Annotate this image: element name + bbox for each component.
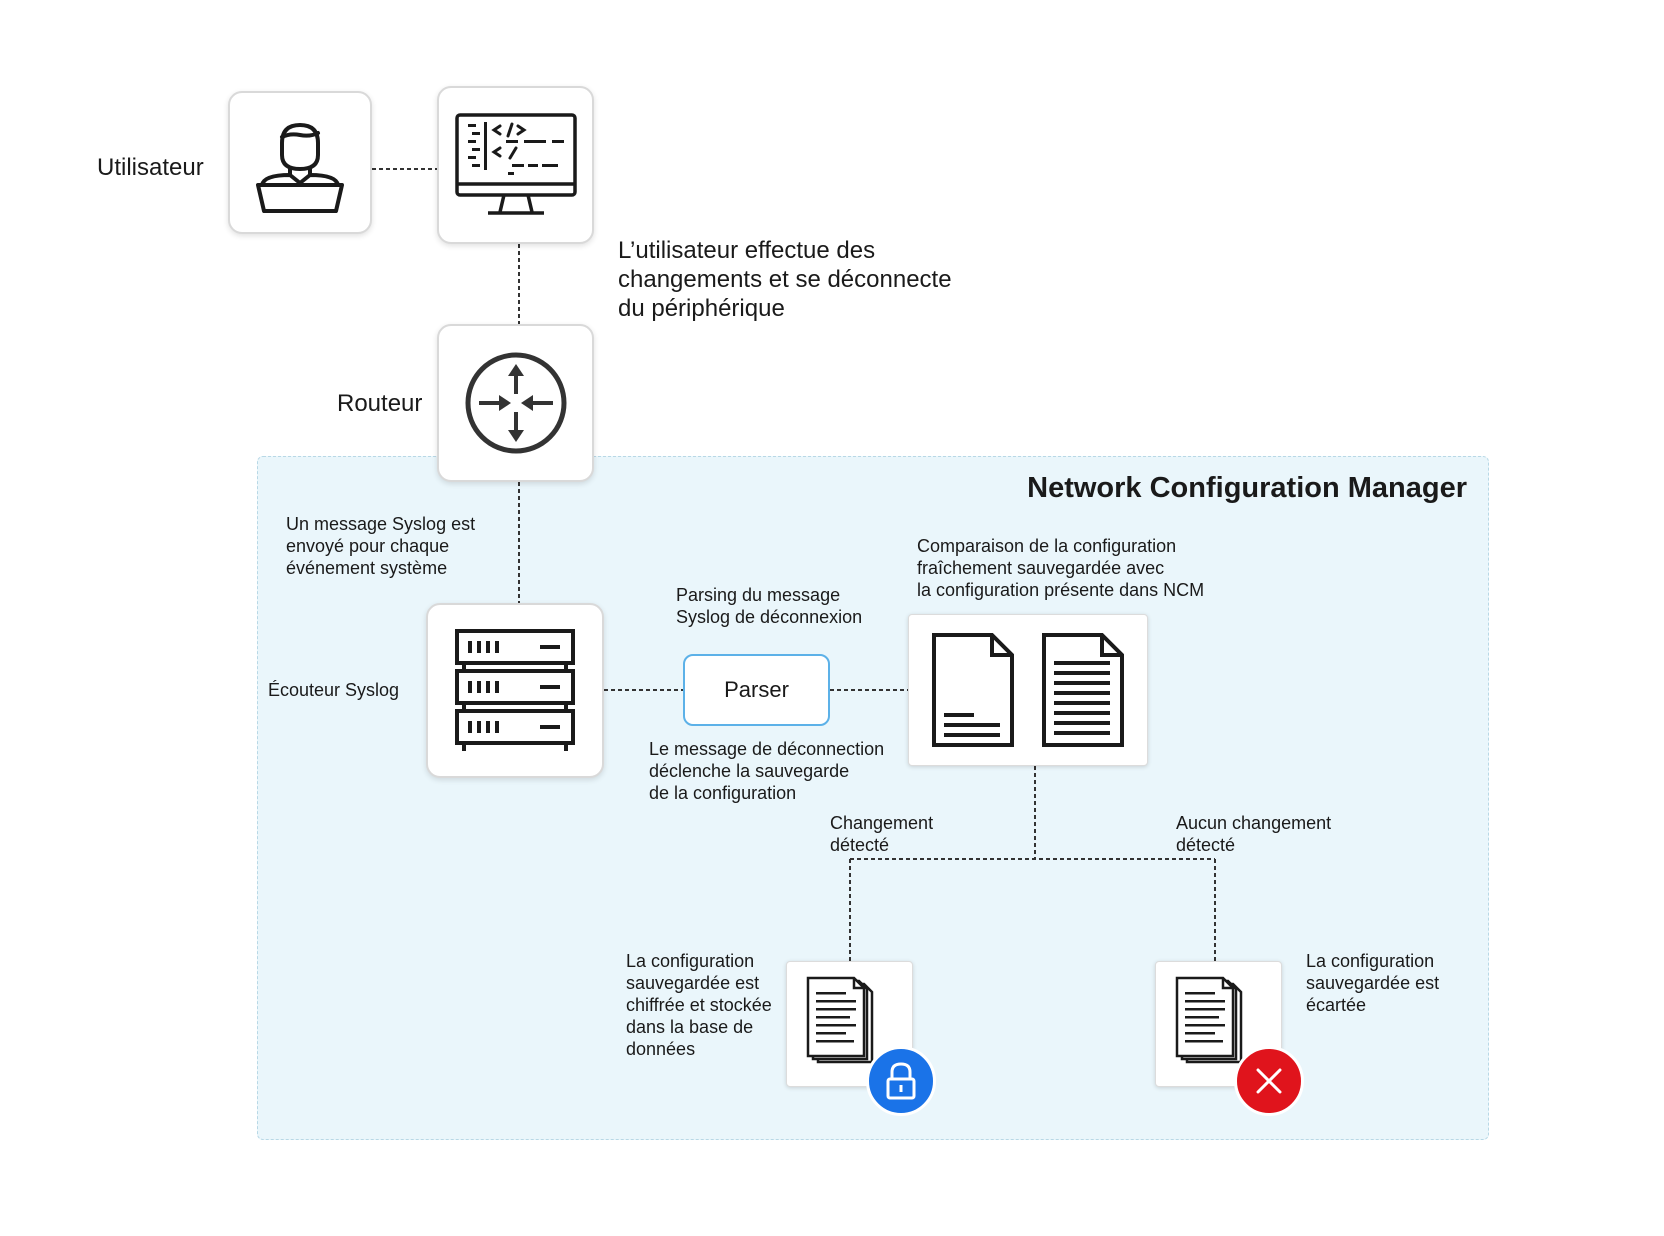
stored-caption: La configuration sauvegardée est chiffré… [626, 951, 772, 1059]
document-stack-icon [1175, 976, 1242, 1064]
change-detected-label: Changement détecté [830, 813, 934, 855]
syslog-sent-caption: Un message Syslog est envoyé pour chaque… [286, 514, 476, 578]
user-action-caption: L’utilisateur effectue des changements e… [618, 237, 952, 322]
parser-box: Parser [683, 654, 830, 726]
router-icon [465, 352, 566, 454]
lock-icon [886, 1062, 916, 1100]
no-change-label: Aucun changement détecté [1176, 813, 1332, 855]
router-label: Routeur [337, 390, 423, 417]
user-label: Utilisateur [97, 154, 204, 181]
router-card [437, 324, 594, 482]
user-at-laptop-icon [256, 122, 344, 213]
syslog-listener-label: Écouteur Syslog [268, 680, 400, 700]
syslog-listener-card [426, 603, 604, 778]
terminal-card [437, 86, 594, 244]
ncm-title: Network Configuration Manager [1027, 472, 1467, 504]
reject-badge [1234, 1046, 1304, 1116]
server-rack-icon [455, 628, 575, 751]
compare-card [908, 614, 1148, 766]
trigger-caption: Le message de déconnection déclenche la … [649, 739, 885, 803]
lock-badge [866, 1046, 936, 1116]
comparison-caption: Comparaison de la configuration fraîchem… [917, 536, 1205, 600]
parsing-caption: Parsing du message Syslog de déconnexion [676, 585, 863, 627]
user-card [228, 91, 372, 234]
document-stack-icon [806, 976, 873, 1064]
code-monitor-icon [454, 113, 577, 215]
discarded-caption: La configuration sauvegardée est écartée [1306, 951, 1440, 1015]
discarded-card [1155, 961, 1282, 1087]
close-icon [1256, 1068, 1282, 1094]
two-documents-icon [932, 633, 1124, 747]
